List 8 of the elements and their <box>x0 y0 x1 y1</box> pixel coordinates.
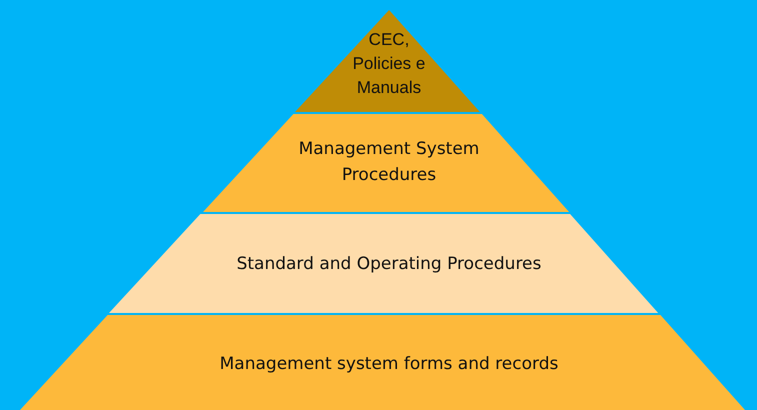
pyramid-layer <box>109 214 659 313</box>
layer-label: Management system forms and records <box>218 353 560 376</box>
layer-label: CEC, Policies e Manuals <box>352 29 426 99</box>
layer-label: Standard and Operating Procedures <box>236 253 542 276</box>
layer-label: Management System Procedures <box>298 138 480 187</box>
pyramid-layer <box>202 114 569 212</box>
pyramid-layer <box>294 10 480 112</box>
pyramid-layer <box>20 315 745 410</box>
